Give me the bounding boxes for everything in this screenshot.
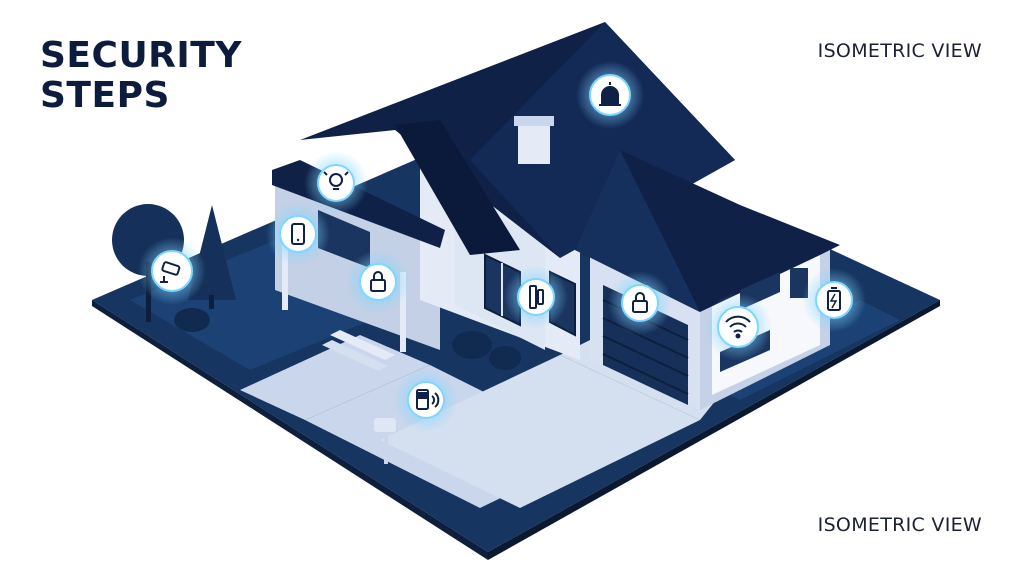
light-bulb-icon — [323, 171, 349, 190]
wifi-icon — [725, 315, 751, 339]
smartphone-icon — [291, 223, 305, 245]
page-title: SECURITY STEPS — [40, 36, 242, 116]
garage-lock-icon — [632, 292, 648, 313]
title-line-1: SECURITY — [40, 35, 242, 76]
security-camera-icon — [160, 261, 181, 283]
device-wifi[interactable] — [704, 293, 772, 361]
battery-icon — [827, 287, 841, 311]
device-light-bulb[interactable] — [304, 151, 368, 215]
title-line-2: STEPS — [40, 75, 170, 116]
device-alarm-siren[interactable] — [576, 61, 644, 129]
device-garage-lock[interactable] — [608, 271, 672, 335]
porch — [282, 240, 406, 371]
front-door-lock-icon — [370, 271, 386, 292]
view-label-bottom: ISOMETRIC VIEW — [817, 514, 982, 536]
device-smartphone[interactable] — [266, 202, 330, 266]
device-security-camera[interactable] — [138, 237, 206, 305]
device-gate-keypad[interactable] — [394, 368, 458, 432]
device-battery[interactable] — [802, 268, 866, 332]
device-front-door-lock[interactable] — [346, 250, 410, 314]
mailbox — [374, 418, 396, 464]
view-label-top: ISOMETRIC VIEW — [817, 40, 982, 62]
alarm-siren-icon — [599, 82, 621, 106]
window-sensor-icon — [529, 285, 544, 309]
device-window-sensor[interactable] — [504, 265, 568, 329]
gate-keypad-icon — [416, 389, 440, 410]
